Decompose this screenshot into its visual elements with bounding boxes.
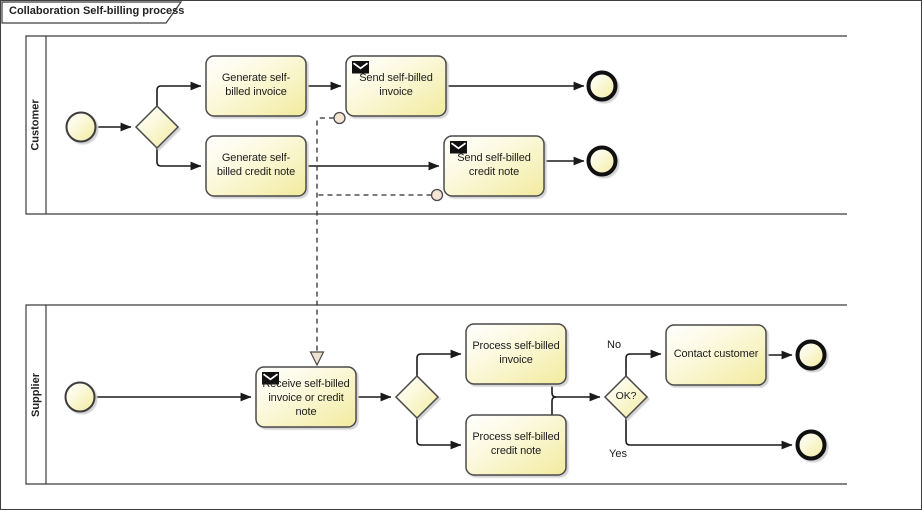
task-contact-customer[interactable] bbox=[665, 324, 767, 386]
message-flow-source-anchor-credit-note bbox=[430, 188, 444, 202]
flow-gateway-to-generate-credit-note[interactable] bbox=[156, 148, 202, 171]
flow-ok-yes-to-end[interactable] bbox=[625, 418, 793, 450]
flow-gateway-to-generate-invoice[interactable] bbox=[156, 81, 202, 106]
pool-supplier-outline bbox=[25, 304, 847, 485]
flow-ok-no-to-contact-customer[interactable] bbox=[625, 349, 662, 376]
message-flow-source-anchor-invoice bbox=[333, 111, 346, 125]
flow-gateway-to-process-credit-note[interactable] bbox=[416, 418, 462, 450]
task-receive-invoice-or-credit-note[interactable] bbox=[255, 366, 357, 428]
flow-process-credit-note-merge[interactable] bbox=[551, 396, 557, 415]
pool-supplier[interactable] bbox=[25, 304, 847, 485]
message-flow-arrowhead-icon bbox=[309, 351, 325, 367]
task-process-invoice[interactable] bbox=[465, 323, 567, 385]
task-send-invoice[interactable] bbox=[345, 55, 447, 117]
envelope-icon bbox=[262, 372, 279, 385]
task-generate-invoice[interactable] bbox=[205, 55, 307, 117]
start-event-customer[interactable] bbox=[65, 111, 97, 143]
end-event-contacted[interactable] bbox=[795, 339, 827, 371]
task-send-credit-note[interactable] bbox=[443, 135, 545, 197]
flow-gateway-to-process-invoice[interactable] bbox=[416, 349, 462, 376]
task-generate-credit-note[interactable] bbox=[205, 135, 307, 197]
envelope-icon bbox=[450, 141, 467, 154]
envelope-icon bbox=[352, 61, 369, 74]
diagram-title-tab bbox=[1, 1, 183, 24]
pool-customer[interactable] bbox=[25, 35, 847, 215]
gateway-ok[interactable] bbox=[603, 374, 649, 420]
end-event-ok[interactable] bbox=[795, 429, 827, 461]
task-process-credit-note[interactable] bbox=[465, 414, 567, 476]
flow-process-merge-to-ok-gateway[interactable] bbox=[551, 384, 601, 402]
gateway-supplier-split[interactable] bbox=[394, 374, 440, 420]
message-flow-send-invoice-to-receive[interactable] bbox=[316, 117, 334, 351]
gateway-customer-split[interactable] bbox=[134, 104, 180, 150]
end-event-credit-note-sent[interactable] bbox=[586, 145, 618, 177]
start-event-supplier[interactable] bbox=[64, 381, 96, 413]
pool-customer-outline bbox=[25, 35, 847, 215]
end-event-invoice-sent[interactable] bbox=[586, 70, 618, 102]
